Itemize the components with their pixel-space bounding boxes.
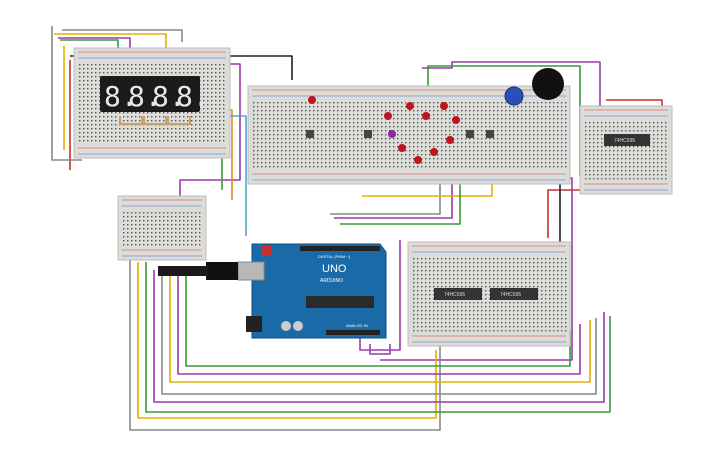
wire xyxy=(58,37,131,48)
breadboard-small-left xyxy=(117,195,207,261)
wire xyxy=(359,240,401,351)
display-digit-3: 8. xyxy=(152,80,186,113)
display-digit-1: 8. xyxy=(104,80,138,113)
power-jack xyxy=(246,316,262,332)
analog-header xyxy=(326,330,380,335)
wire xyxy=(185,274,571,367)
wire xyxy=(62,29,183,42)
arduino-model: UNO xyxy=(322,263,347,275)
wire xyxy=(340,184,461,225)
indicator-led xyxy=(308,96,316,104)
led-heart xyxy=(384,102,460,164)
wire xyxy=(362,182,493,197)
wire xyxy=(422,61,601,180)
breadboard-bottom xyxy=(407,241,571,347)
chip-2-label: 74HC595 xyxy=(444,292,465,298)
wire xyxy=(54,33,167,48)
usb-cable xyxy=(158,262,238,280)
capacitor-2 xyxy=(293,321,303,331)
wire xyxy=(137,262,437,419)
capacitor-1 xyxy=(281,321,291,331)
wire xyxy=(334,180,453,219)
arduino-brand: ARDUINO xyxy=(320,278,343,284)
display-digit-4: 8. xyxy=(176,80,210,113)
wire xyxy=(169,274,591,383)
wire xyxy=(369,344,391,355)
wire xyxy=(161,270,597,395)
wire xyxy=(330,182,441,215)
wire xyxy=(145,262,611,413)
push-buttons xyxy=(306,130,494,138)
chip-1-label: 74HC595 xyxy=(614,138,635,144)
wire xyxy=(51,26,82,161)
display-resistors xyxy=(119,116,191,125)
seven-segment-display: 8. 8. 8. 8. xyxy=(100,76,210,113)
potentiometer xyxy=(504,86,524,106)
digital-header xyxy=(300,246,380,251)
arduino-digital-label: DIGITAL (PWM ~) xyxy=(318,254,351,259)
usb-port xyxy=(237,261,265,281)
shift-register-chip-1: 74HC595 xyxy=(604,134,650,146)
chip-3-label: 74HC595 xyxy=(500,292,521,298)
wire xyxy=(153,270,605,403)
atmega-chip xyxy=(306,296,374,308)
wire xyxy=(177,274,581,375)
arduino-analog-label: ANALOG IN xyxy=(346,323,368,328)
wire xyxy=(129,260,441,431)
reset-button xyxy=(262,246,272,256)
arduino-uno-board: UNO ARDUINO DIGITAL (PWM ~) ANALOG IN xyxy=(237,243,387,339)
display-digit-2: 8. xyxy=(128,80,162,113)
shift-register-chip-3: 74HC595 xyxy=(490,288,538,300)
shift-register-chip-2: 74HC595 xyxy=(434,288,482,300)
buzzer xyxy=(532,68,564,100)
breadboard-right xyxy=(579,105,673,195)
